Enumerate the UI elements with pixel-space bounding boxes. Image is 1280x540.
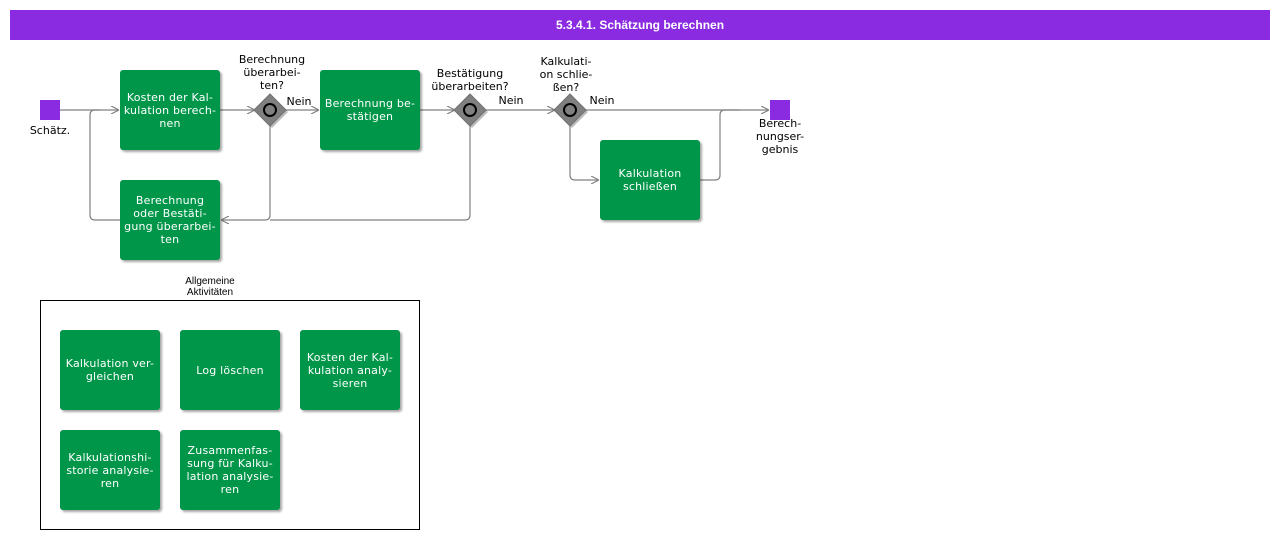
flow-label-nein-g2: Nein [498,94,524,107]
flow-ueberarbeiten-to-kosten [89,109,120,221]
gateway-g2[interactable] [453,93,488,128]
group-task[interactable]: Zusammenfas- sung für Kalku- lation anal… [180,430,280,510]
flow-label-nein-g1: Nein [286,95,312,108]
flow-g2-to-ueberarbeiten [270,126,471,221]
task-kalkulation-schliessen[interactable]: Kalkulation schließen [600,140,700,220]
flow-label-nein-g3: Nein [589,94,615,107]
diagram-title: 5.3.4.1. Schätzung berechnen [10,10,1270,40]
group-task-label: Kalkulationshi- storie analysie- ren [66,450,154,490]
group-task[interactable]: Kalkulation ver- gleichen [60,330,160,410]
group-task-label: Kosten der Kal- kulation analy- sieren [306,350,394,390]
gateway-g3[interactable] [553,93,588,128]
group-task[interactable]: Log löschen [180,330,280,410]
gateway-g1[interactable] [253,93,288,128]
end-event[interactable] [770,100,790,120]
gateway-g2-label: Bestätigung überarbeiten? [431,67,509,93]
flow-g3-to-schliessen [569,126,598,180]
task-berechnung-bestaetigen-label: Berechnung be- stätigen [324,97,416,123]
flow-g1-to-ueberarbeiten [222,126,271,220]
group-task-label: Kalkulation ver- gleichen [65,357,155,383]
task-ueberarbeiten[interactable]: Berechnung oder Bestäti- gung überarbei-… [120,180,220,260]
task-kosten-berechnen-label: Kosten der Kal- kulation berech- nen [123,90,217,130]
start-event[interactable] [40,100,60,120]
group-task[interactable]: Kalkulationshi- storie analysie- ren [60,430,160,510]
group-task[interactable]: Kosten der Kal- kulation analy- sieren [300,330,400,410]
task-berechnung-bestaetigen[interactable]: Berechnung be- stätigen [320,70,420,150]
task-kalkulation-schliessen-label: Kalkulation schließen [618,167,682,193]
start-event-label: Schätz. [29,124,71,137]
task-ueberarbeiten-label: Berechnung oder Bestäti- gung überarbei-… [124,194,216,246]
gateway-g1-label: Berechnung überarbei- ten? [238,53,306,92]
group-task-label: Zusammenfas- sung für Kalku- lation anal… [186,444,274,496]
flow-schliessen-to-end [700,109,740,181]
group-label: Allgemeine Aktivitäten [185,276,235,298]
task-kosten-berechnen[interactable]: Kosten der Kal- kulation berech- nen [120,70,220,150]
end-event-label: Berech- nungser- gebnis [755,117,805,156]
gateway-g3-label: Kalkulati- on schlie- ßen? [539,55,593,94]
group-task-label: Log löschen [196,363,264,377]
